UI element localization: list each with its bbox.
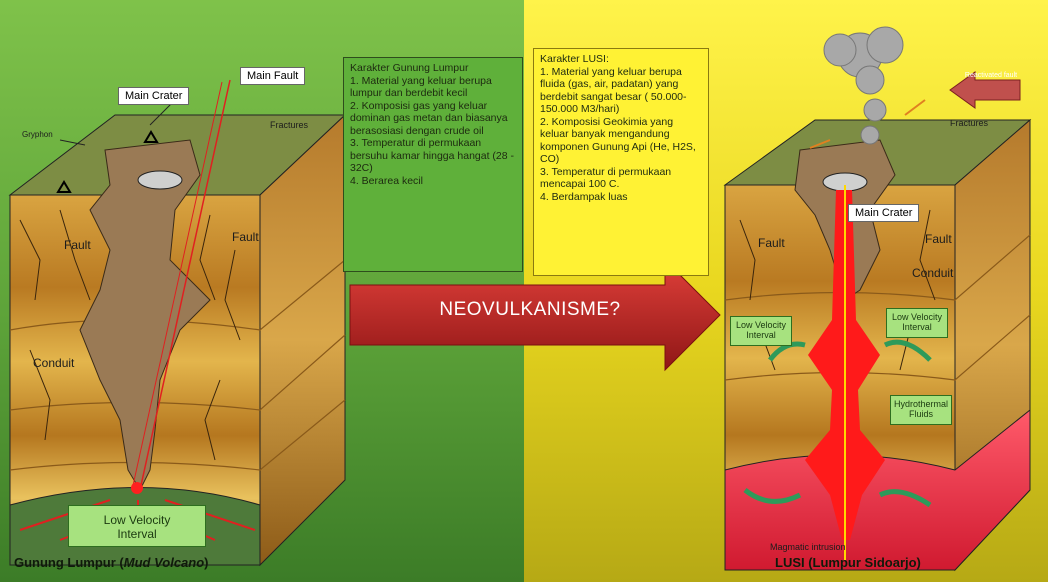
right-fault-label-1: Fault	[758, 236, 785, 250]
neovulkanisme-label: NEOVULKANISME?	[400, 299, 660, 321]
right-block-diagram	[725, 27, 1030, 570]
left-low-velocity-label: Low Velocity Interval	[68, 505, 206, 547]
left-block-diagram	[10, 80, 345, 565]
magmatic-intrusion-label: Magmatic intrusion	[770, 542, 846, 552]
gryphon-label: Gryphon	[22, 130, 53, 139]
left-main-fault-label: Main Fault	[240, 67, 305, 85]
left-conduit-label: Conduit	[33, 356, 74, 370]
right-lvi-label-1: Low Velocity Interval	[730, 316, 792, 346]
left-fault-label-2: Fault	[232, 230, 259, 244]
right-main-crater-label: Main Crater	[848, 204, 919, 222]
right-fractures-label: Fractures	[950, 118, 988, 128]
lusi-characteristics-box: Karakter LUSI: 1. Material yang keluar b…	[533, 48, 709, 276]
left-main-crater-label: Main Crater	[118, 87, 189, 105]
right-fault-label-2: Fault	[925, 232, 952, 246]
left-fractures-label: Fractures	[270, 120, 308, 130]
reactivated-fault-label: Reactivated fault	[964, 72, 1018, 80]
right-conduit-label: Conduit	[912, 266, 953, 280]
right-caption: LUSI (Lumpur Sidoarjo)	[775, 555, 921, 570]
mud-volcano-characteristics-box: Karakter Gunung Lumpur 1. Material yang …	[343, 57, 523, 272]
left-fault-label-1: Fault	[64, 238, 91, 252]
left-caption: Gunung Lumpur (Mud Volcano)	[14, 555, 209, 570]
right-lvi-label-2: Low Velocity Interval	[886, 308, 948, 338]
hydrothermal-label: Hydrothermal Fluids	[890, 395, 952, 425]
